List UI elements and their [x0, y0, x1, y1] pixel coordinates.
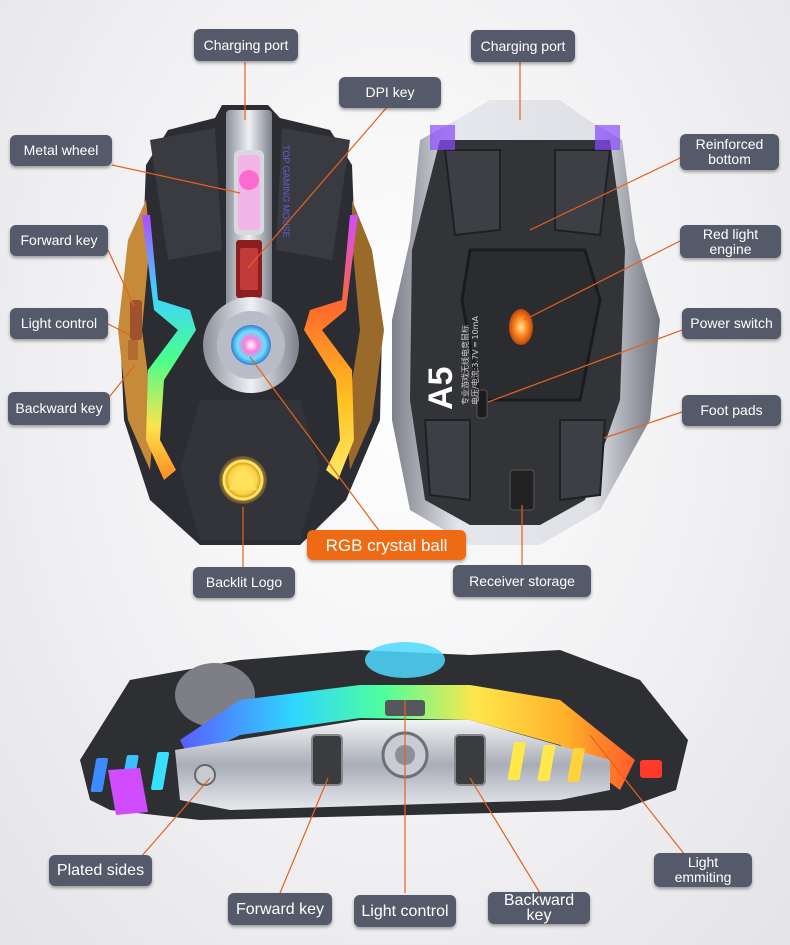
mouse-side-view [80, 642, 688, 820]
mouse-top-view: TOP GAMING MOUSE [118, 105, 384, 545]
top-print-text: TOP GAMING MOUSE [281, 145, 291, 238]
callout-red-light-engine: Red light engine [680, 225, 781, 258]
callout-foot-pads: Foot pads [682, 395, 781, 426]
mouse-bottom-view: A5 专业游戏无线电竞鼠标 电压/电流:3.7V ═ 10mA [392, 100, 660, 545]
callout-forward-key: Forward key [10, 225, 108, 256]
callout-side-light-control: Light control [354, 895, 456, 927]
callout-charging-port-top: Charging port [194, 29, 298, 61]
spec-line-2: 电压/电流:3.7V ═ 10mA [470, 316, 480, 405]
spec-line-1: 专业游戏无线电竞鼠标 [460, 325, 470, 405]
callout-reinforced-bottom: Reinforced bottom [680, 134, 779, 170]
callout-power-switch: Power switch [682, 308, 781, 339]
callout-rgb-crystal-ball: RGB crystal ball [307, 530, 466, 560]
callout-backlit-logo: Backlit Logo [193, 567, 295, 598]
callout-light-emitting: Light emmiting [654, 853, 752, 887]
model-text: A5 [422, 367, 460, 410]
callout-plated-sides: Plated sides [49, 855, 152, 886]
callout-charging-port-bottom: Charging port [471, 30, 575, 62]
callout-dpi-key: DPI key [339, 77, 441, 108]
callout-backward-key: Backward key [8, 392, 110, 425]
callout-side-forward-key: Forward key [228, 893, 332, 925]
callout-metal-wheel: Metal wheel [10, 135, 112, 166]
callout-light-control: Light control [10, 308, 108, 339]
callout-receiver-storage: Receiver storage [453, 565, 591, 597]
callout-side-backward-key: Backward key [488, 892, 590, 924]
